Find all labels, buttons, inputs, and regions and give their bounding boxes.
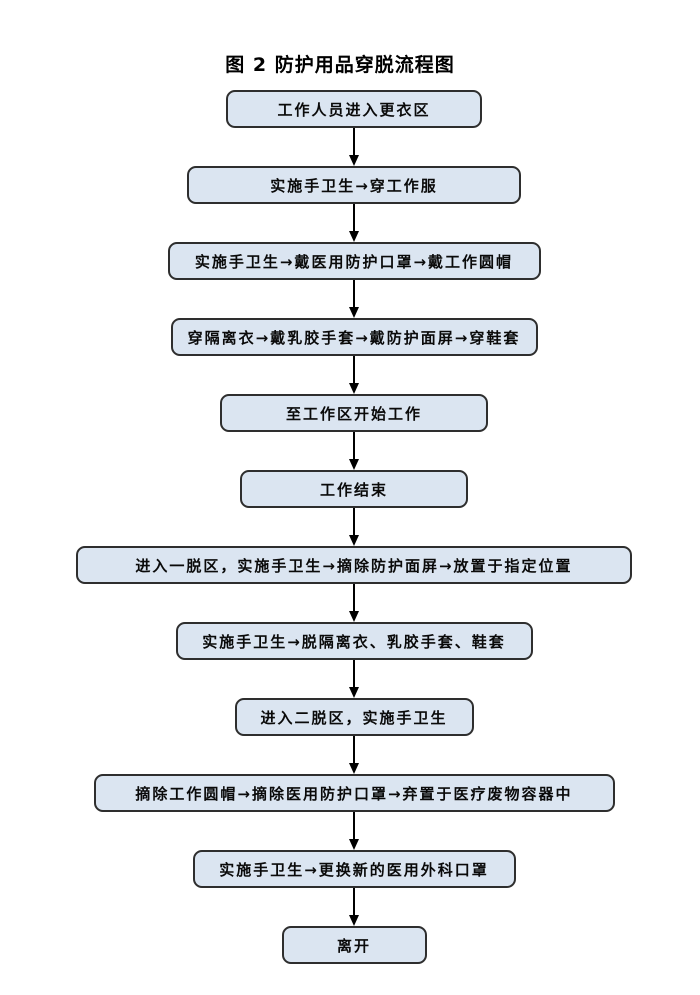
flow-box-work-finished: 工作结束 (240, 470, 468, 508)
flow-box-leave: 离开 (281, 926, 427, 964)
arrow-head (349, 155, 359, 166)
down-arrow-icon (349, 356, 359, 394)
arrow-head (349, 459, 359, 470)
arrow-head (349, 383, 359, 394)
flow-step-10: 摘除工作圆帽→摘除医用防护口罩→弃置于医疗废物容器中 (93, 774, 615, 850)
flow-step-7: 进入一脱区，实施手卫生→摘除防护面屏→放置于指定位置 (76, 546, 632, 622)
arrow-shaft (353, 128, 355, 155)
figure-title: 图 2 防护用品穿脱流程图 (225, 54, 455, 76)
flow-step-4: 穿隔离衣→戴乳胶手套→戴防护面屏→穿鞋套 (170, 318, 538, 394)
down-arrow-icon (349, 204, 359, 242)
flow-step-11: 实施手卫生→更换新的医用外科口罩 (192, 850, 516, 926)
arrow-head (349, 839, 359, 850)
down-arrow-icon (349, 280, 359, 318)
arrow-head (349, 687, 359, 698)
flow-box-remove-cap-mask-dispose: 摘除工作圆帽→摘除医用防护口罩→弃置于医疗废物容器中 (93, 774, 615, 812)
flow-step-2: 实施手卫生→穿工作服 (187, 166, 521, 242)
down-arrow-icon (349, 660, 359, 698)
flow-step-12: 离开 (281, 926, 427, 964)
arrow-head (349, 307, 359, 318)
flow-box-second-doffing-area: 进入二脱区，实施手卫生 (234, 698, 474, 736)
arrow-shaft (353, 812, 355, 839)
flow-box-start-work: 至工作区开始工作 (220, 394, 488, 432)
down-arrow-icon (349, 736, 359, 774)
flow-step-9: 进入二脱区，实施手卫生 (234, 698, 474, 774)
down-arrow-icon (349, 584, 359, 622)
arrow-head (349, 535, 359, 546)
arrow-shaft (353, 280, 355, 307)
flow-step-1: 工作人员进入更衣区 (226, 90, 482, 166)
arrow-shaft (353, 356, 355, 383)
arrow-head (349, 915, 359, 926)
arrow-shaft (353, 432, 355, 459)
flow-box-first-doffing-area: 进入一脱区，实施手卫生→摘除防护面屏→放置于指定位置 (76, 546, 632, 584)
flow-step-5: 至工作区开始工作 (220, 394, 488, 470)
flow-box-remove-gown-gloves-shoecovers: 实施手卫生→脱隔离衣、乳胶手套、鞋套 (175, 622, 533, 660)
arrow-shaft (353, 204, 355, 231)
flow-box-mask-cap: 实施手卫生→戴医用防护口罩→戴工作圆帽 (167, 242, 541, 280)
flow-step-6: 工作结束 (240, 470, 468, 546)
flow-box-new-surgical-mask: 实施手卫生→更换新的医用外科口罩 (192, 850, 516, 888)
down-arrow-icon (349, 432, 359, 470)
down-arrow-icon (349, 128, 359, 166)
down-arrow-icon (349, 888, 359, 926)
flow-box-gown-gloves-faceshield-shoecovers: 穿隔离衣→戴乳胶手套→戴防护面屏→穿鞋套 (170, 318, 538, 356)
arrow-shaft (353, 508, 355, 535)
arrow-head (349, 611, 359, 622)
down-arrow-icon (349, 508, 359, 546)
flowchart: 工作人员进入更衣区 实施手卫生→穿工作服 实施手卫生→戴医用防护口罩→戴工作圆帽… (4, 90, 700, 964)
down-arrow-icon (349, 812, 359, 850)
flow-box-enter-changing-area: 工作人员进入更衣区 (226, 90, 482, 128)
flow-box-hand-hygiene-work-clothes: 实施手卫生→穿工作服 (187, 166, 521, 204)
arrow-head (349, 231, 359, 242)
flow-step-8: 实施手卫生→脱隔离衣、乳胶手套、鞋套 (175, 622, 533, 698)
flow-step-3: 实施手卫生→戴医用防护口罩→戴工作圆帽 (167, 242, 541, 318)
arrow-head (349, 763, 359, 774)
arrow-shaft (353, 584, 355, 611)
arrow-shaft (353, 736, 355, 763)
arrow-shaft (353, 888, 355, 915)
arrow-shaft (353, 660, 355, 687)
